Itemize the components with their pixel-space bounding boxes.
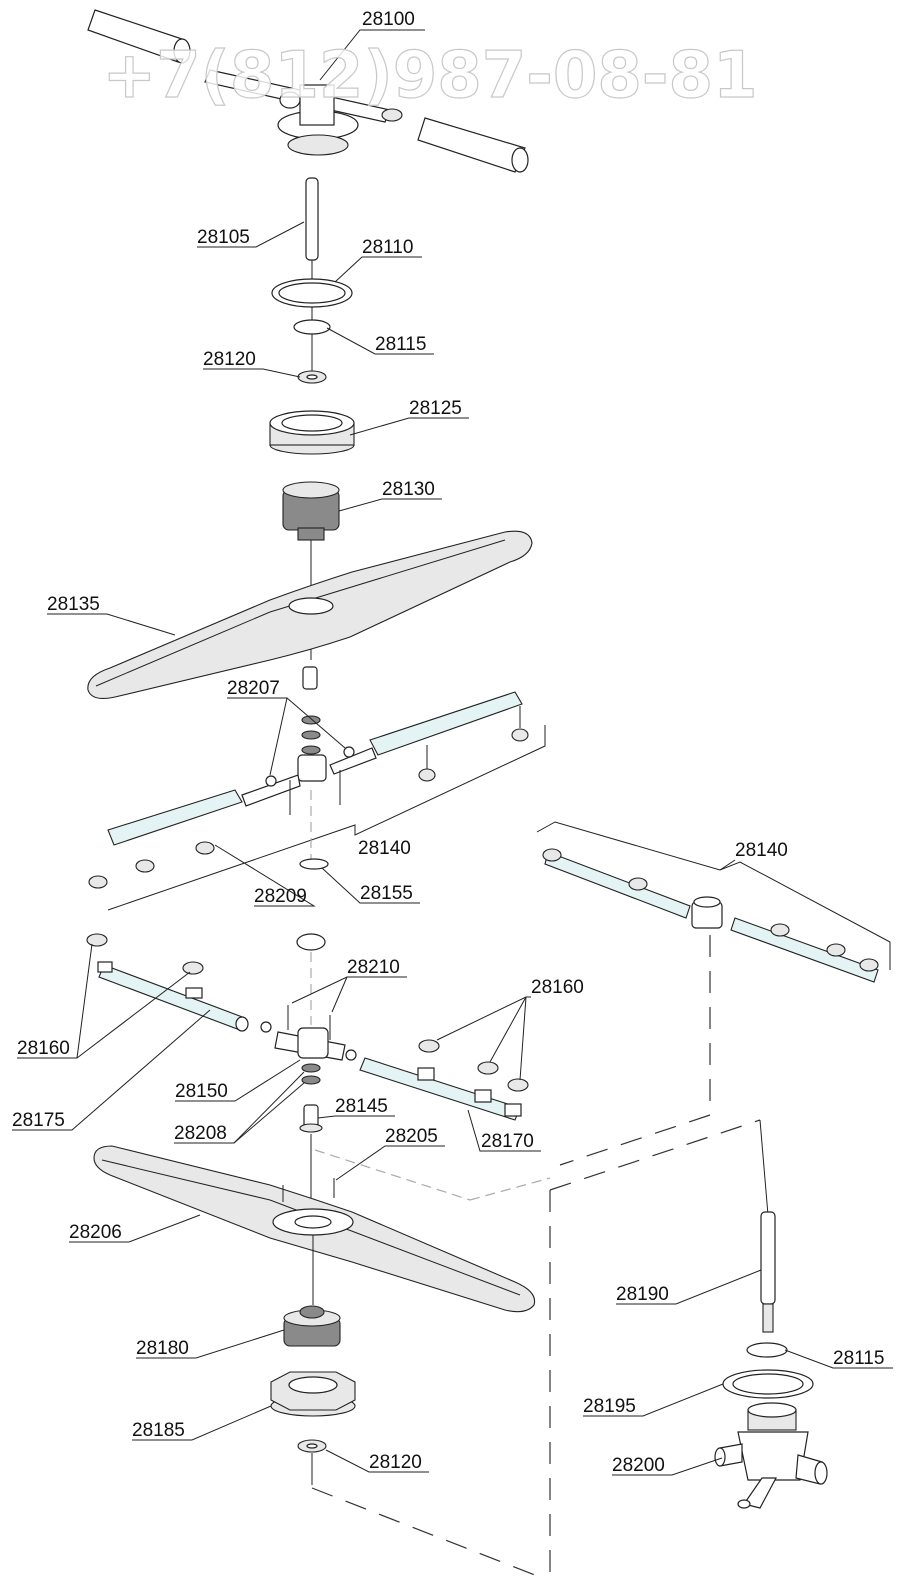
label-28150: 28150 [175,1081,228,1102]
leader-lines [12,29,893,1476]
label-28120-top: 28120 [203,349,256,370]
label-28208: 28208 [174,1123,227,1144]
label-28170: 28170 [481,1131,534,1152]
label-28180: 28180 [136,1338,189,1359]
part-28130-bearing [282,481,340,660]
label-28175: 28175 [12,1110,65,1131]
part-28145-pivot [299,1104,323,1200]
label-28209: 28209 [254,886,307,907]
label-28140-right: 28140 [735,840,788,861]
part-28105-shaft [305,177,319,375]
watermark-text: +7(812)987-08-81 [102,39,757,113]
part-28206-lower-spray-arm [93,1145,536,1313]
label-28115: 28115 [375,334,426,355]
part-28155-cap [299,858,329,870]
part-28110-ring [271,278,353,308]
part-28125-nut [269,410,355,455]
label-28110: 28110 [362,237,413,258]
label-28105: 28105 [197,227,250,248]
part-28185-nut [270,1371,356,1417]
label-28190: 28190 [616,1284,669,1305]
label-28115-right: 28115 [833,1348,884,1369]
part-28140-spray-arm-right [536,821,891,1166]
part-28120-washer-top [297,370,327,384]
label-28155: 28155 [360,883,413,904]
part-28115-gasket [293,319,331,335]
label-28140-left: 28140 [358,838,411,859]
label-28125: 28125 [409,398,462,419]
label-28207: 28207 [227,678,280,699]
lower-frame-dashes [311,1119,769,1577]
label-28200: 28200 [612,1455,665,1476]
part-28208-washers [301,1063,321,1085]
part-labels: 28100 28105 28110 28115 28120 28125 2813… [12,9,884,1476]
part-28175-lower-arm-left [86,933,249,1032]
part-28195-ring [722,1369,814,1399]
label-28195: 28195 [583,1396,636,1417]
label-28160-left: 28160 [17,1038,70,1059]
label-28100: 28100 [362,9,415,30]
part-28200-manifold [714,1402,828,1509]
part-28190-shaft [760,1211,776,1333]
part-28170-lower-arm-right [359,1039,529,1121]
label-28210: 28210 [347,957,400,978]
part-28115-gasket-right [746,1342,788,1358]
label-28160-right: 28160 [531,977,584,998]
part-28180-bearing [283,1305,341,1347]
part-28140-spray-arm-upper [88,666,546,911]
label-28120-bottom: 28120 [369,1452,422,1473]
part-28100-upper-tube-assembly [87,9,529,173]
label-28185: 28185 [132,1420,185,1441]
part-28120-washer-bottom [297,1439,327,1485]
label-28205: 28205 [385,1126,438,1147]
label-28130: 28130 [382,479,435,500]
part-28150-hub [260,933,357,1061]
part-28135-upper-spray-arm [87,530,533,699]
label-28206: 28206 [69,1222,122,1243]
label-28145: 28145 [335,1096,388,1117]
label-28135: 28135 [47,594,100,615]
